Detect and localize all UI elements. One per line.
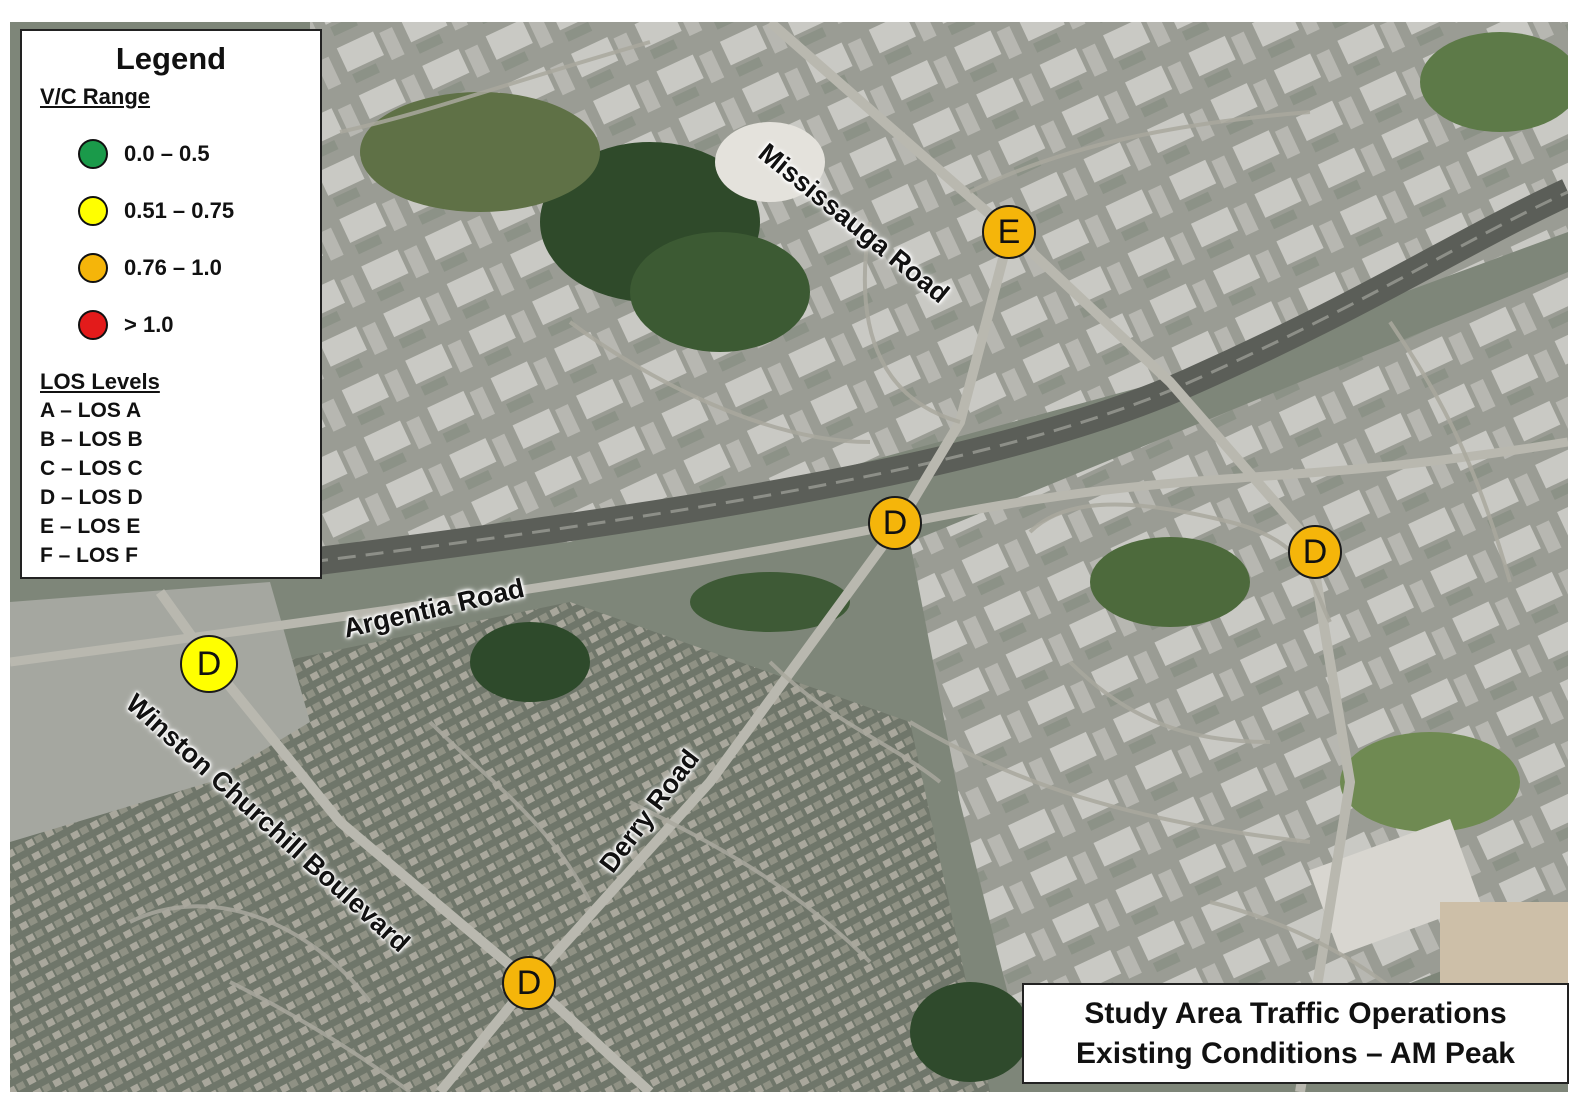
intersection-marker-winston-derry[interactable]: D	[502, 956, 556, 1010]
vc-row-orange: 0.76 – 1.0	[78, 253, 222, 283]
los-levels-heading: LOS Levels	[40, 369, 160, 394]
los-level-item: B – LOS B	[40, 428, 143, 451]
los-level-item: E – LOS E	[40, 515, 141, 538]
green-circle-icon	[78, 139, 108, 169]
los-level-item: C – LOS C	[40, 457, 143, 480]
vc-range-label: 0.76 – 1.0	[124, 255, 222, 280]
map-title-box: Study Area Traffic Operations Existing C…	[1022, 983, 1569, 1084]
intersection-marker-derry-highway[interactable]: D	[868, 496, 922, 550]
los-level-item: D – LOS D	[40, 486, 143, 509]
vc-range-label: 0.51 – 0.75	[124, 198, 235, 223]
orange-circle-icon	[78, 253, 108, 283]
intersection-marker-winston-argentia[interactable]: D	[180, 635, 238, 693]
yellow-circle-icon	[78, 196, 108, 226]
legend-panel: Legend V/C Range 0.0 – 0.5 0.51 – 0.75 0…	[20, 29, 322, 579]
vc-row-green: 0.0 – 0.5	[78, 139, 210, 169]
intersection-marker-mississauga-argentia[interactable]: D	[1288, 525, 1342, 579]
legend-title: Legend	[115, 41, 227, 76]
los-level-item: A – LOS A	[40, 399, 142, 422]
vc-range-label: > 1.0	[124, 312, 174, 337]
los-level-item: F – LOS F	[40, 544, 139, 567]
vc-row-yellow: 0.51 – 0.75	[78, 196, 234, 226]
intersection-marker-mississauga-north[interactable]: E	[982, 205, 1036, 259]
vc-row-red: > 1.0	[78, 310, 174, 340]
map-title-line-1: Study Area Traffic Operations	[1084, 996, 1507, 1030]
map-title-line-2: Existing Conditions – AM Peak	[1076, 1036, 1515, 1070]
vc-range-heading: V/C Range	[40, 84, 151, 109]
red-circle-icon	[78, 310, 108, 340]
vc-range-label: 0.0 – 0.5	[124, 141, 210, 166]
